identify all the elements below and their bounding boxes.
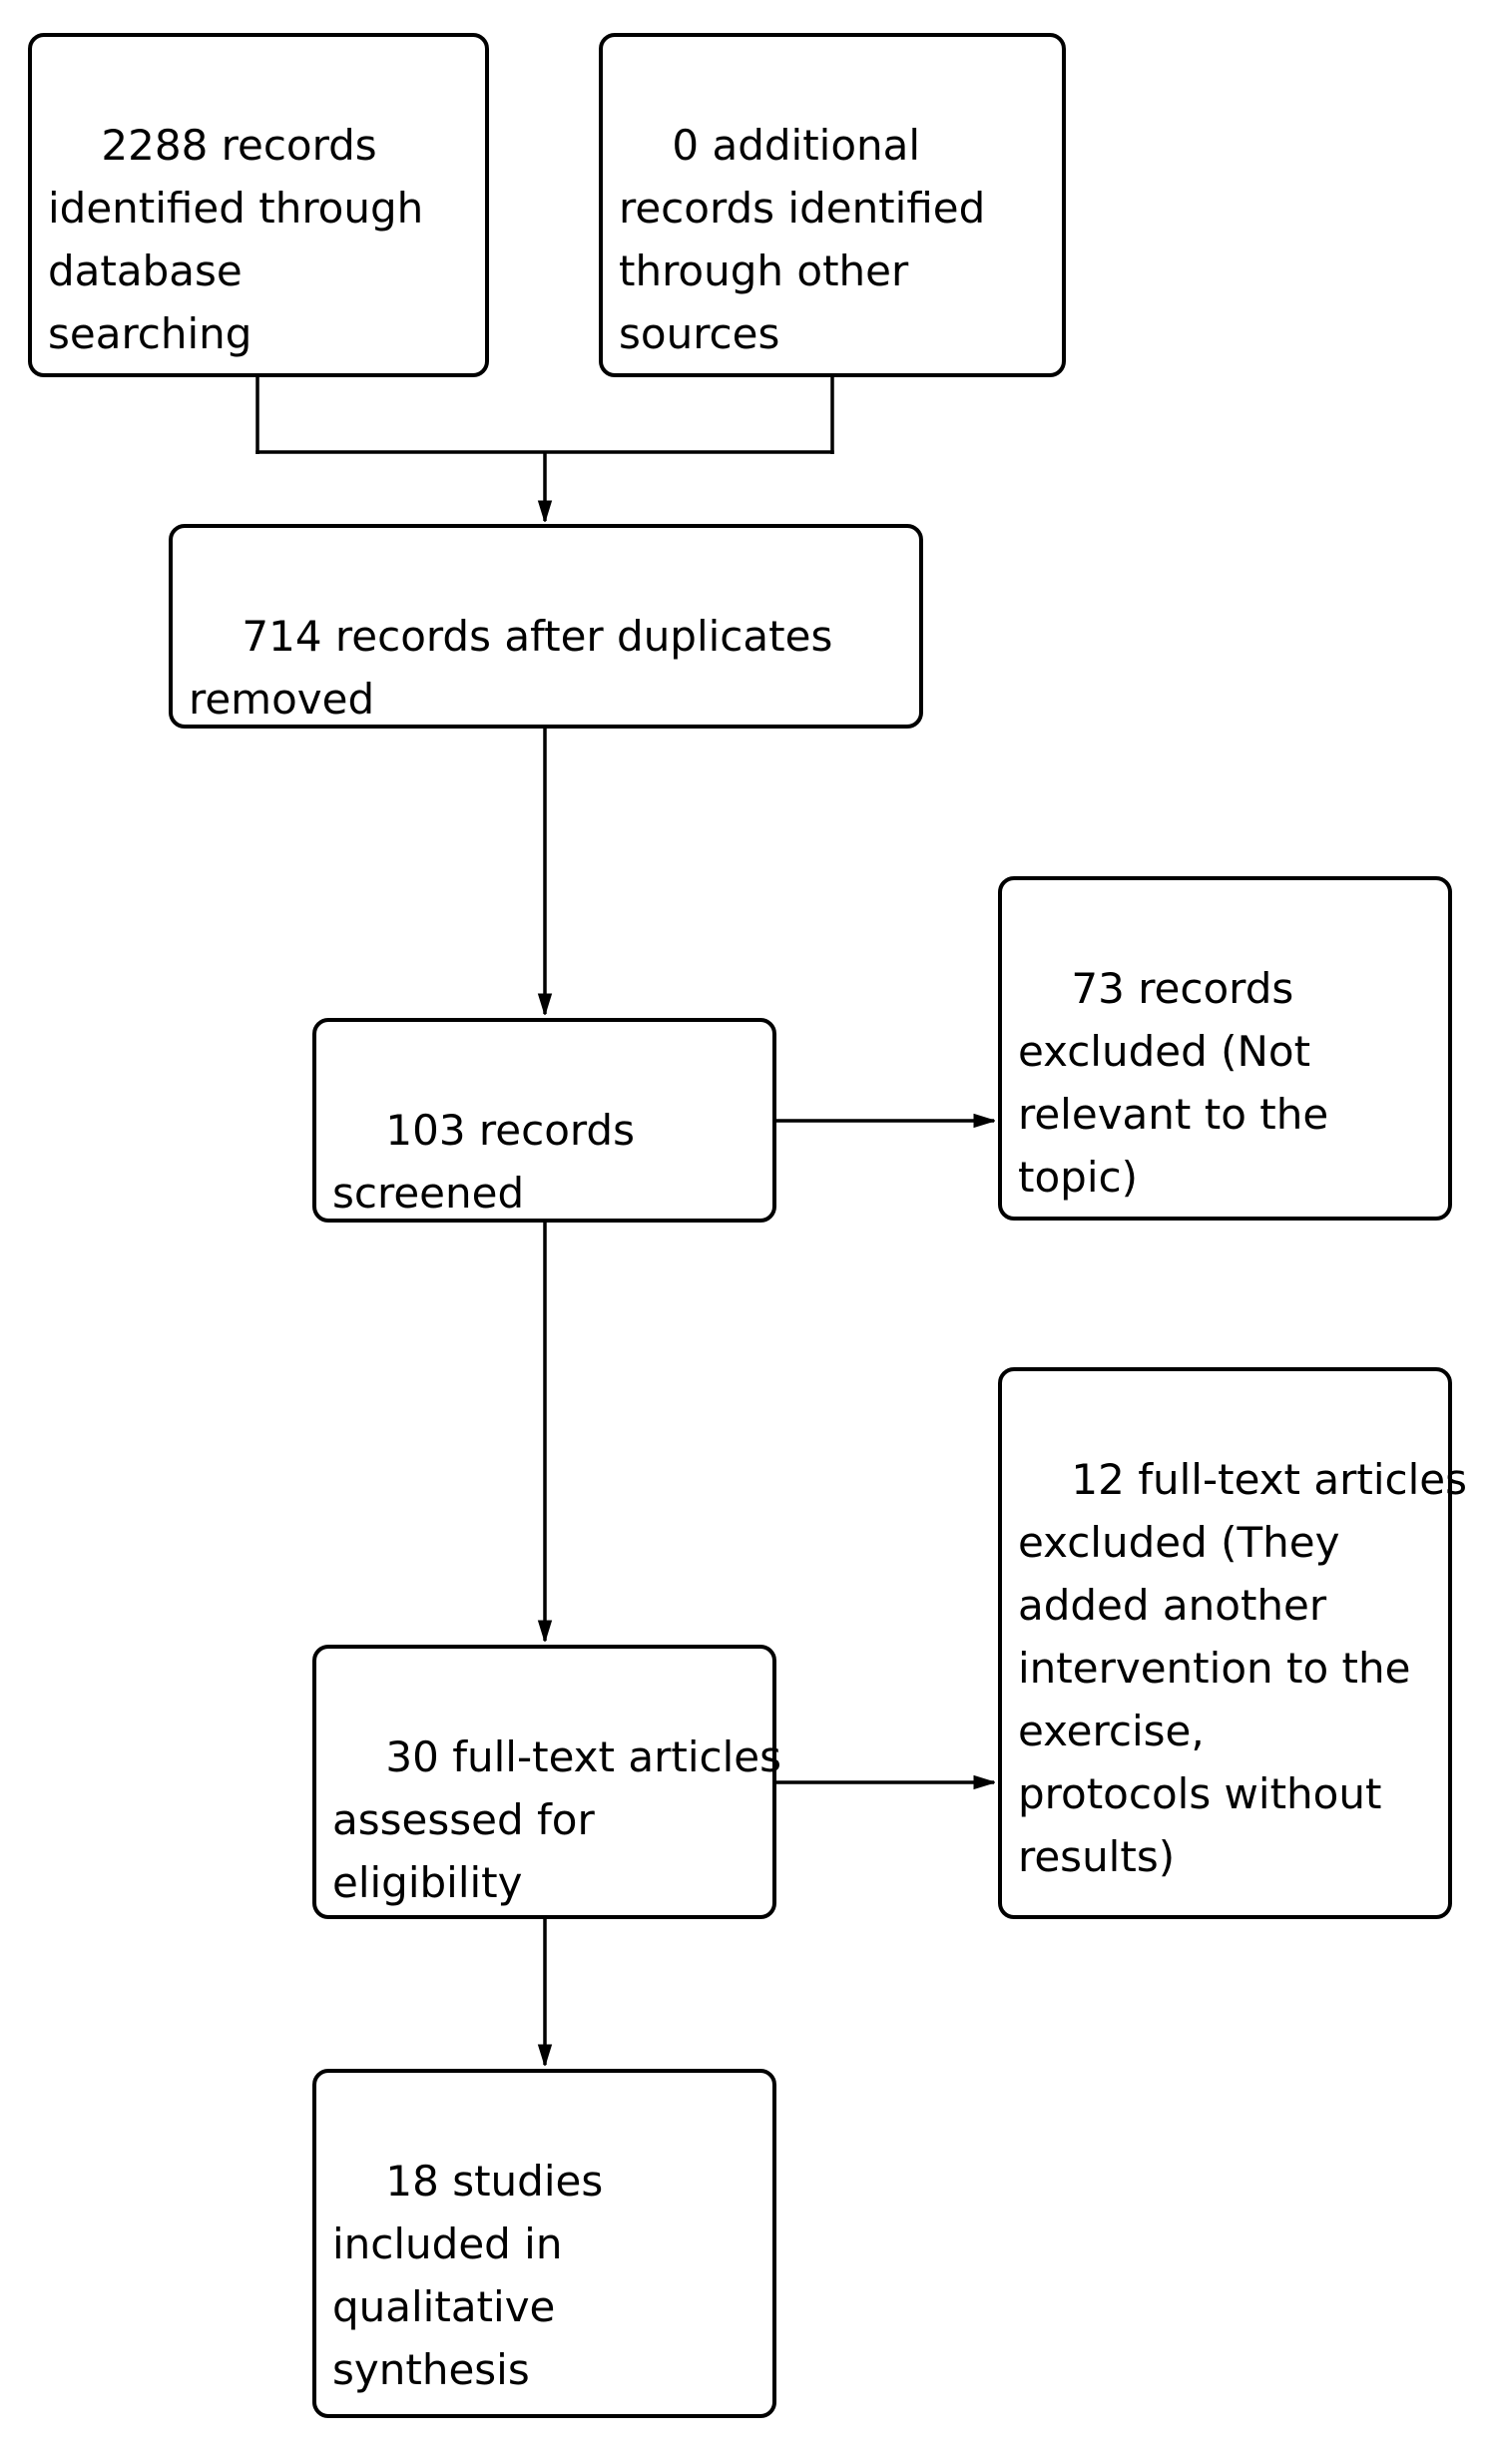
node-label: 0 additional records identified through … [619, 121, 986, 358]
node-label: 18 studies included in qualitative synth… [332, 2157, 604, 2394]
node-records-identified-other: 0 additional records identified through … [599, 33, 1066, 377]
node-label: 73 records excluded (Not relevant to the… [1018, 964, 1329, 1202]
node-fulltext-excluded: 12 full-text articles excluded (They add… [998, 1367, 1467, 1919]
node-records-identified-database: 2288 records identified through database… [28, 33, 489, 377]
node-label: 30 full-text articles assessed for eligi… [332, 1732, 781, 1907]
node-label: 12 full-text articles excluded (They add… [1018, 1455, 1467, 1881]
node-label: 2288 records identified through database… [48, 121, 424, 358]
node-fulltext-assessed: 30 full-text articles assessed for eligi… [312, 1645, 781, 1919]
node-records-after-duplicates: 714 records after duplicates removed [169, 524, 923, 729]
node-label: 714 records after duplicates removed [189, 612, 833, 724]
node-records-screened: 103 records screened [312, 1018, 776, 1223]
node-studies-included: 18 studies included in qualitative synth… [312, 2069, 776, 2418]
node-records-excluded: 73 records excluded (Not relevant to the… [998, 876, 1452, 1221]
node-label: 103 records screened [332, 1106, 635, 1218]
